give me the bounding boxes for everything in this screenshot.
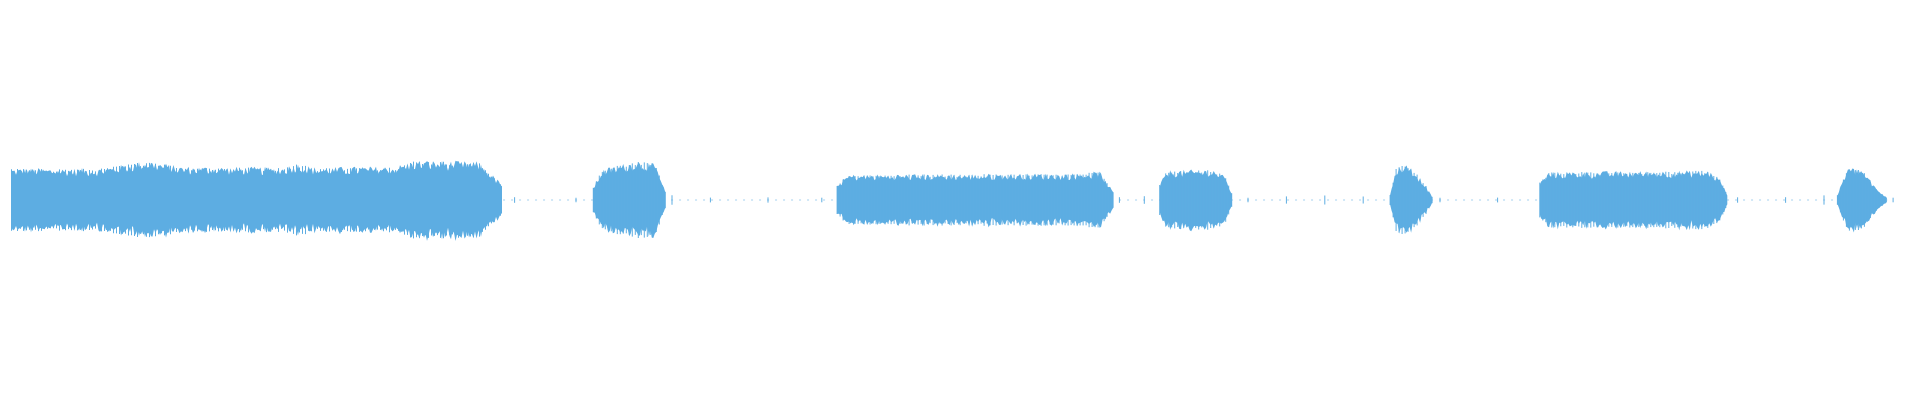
waveform-segments: [11, 160, 1887, 241]
waveform-quiet-ticks: [514, 195, 1894, 205]
